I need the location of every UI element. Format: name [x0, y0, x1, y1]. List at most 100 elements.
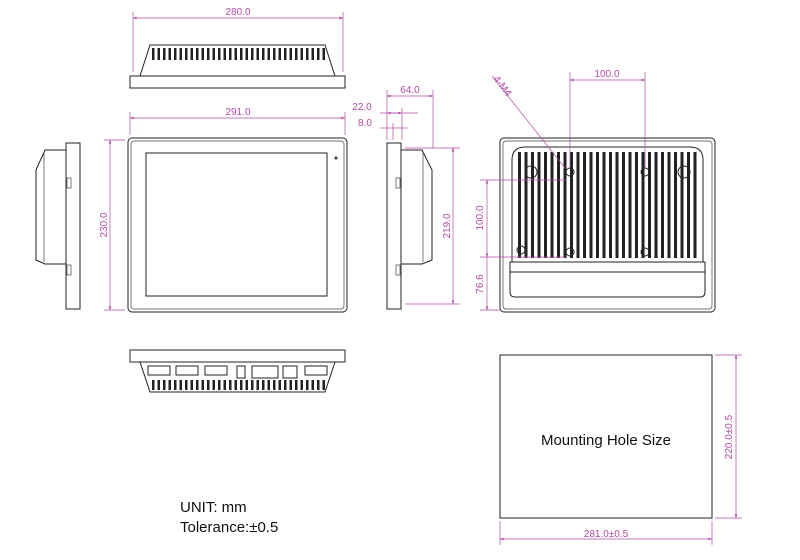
- right-side-view: 64.0 22.0 8.0 219.0: [352, 85, 460, 310]
- tolerance-note: Tolerance:±0.5: [180, 519, 278, 536]
- heatsink-fin: [229, 48, 232, 60]
- heatsink-fin: [229, 380, 232, 390]
- heatsink-fin: [207, 380, 210, 390]
- heatsink-fin: [278, 48, 281, 60]
- heatsink-fin: [317, 48, 320, 60]
- heatsink-fin: [583, 152, 586, 258]
- heatsink-fin: [262, 48, 265, 60]
- heatsink-fin: [267, 48, 270, 60]
- heatsink-fin: [289, 48, 292, 60]
- heatsink-fin: [245, 48, 248, 60]
- heatsink-fin: [518, 152, 521, 258]
- heatsink-fin: [163, 380, 166, 390]
- heatsink-fin: [185, 48, 188, 60]
- heatsink-fin: [609, 152, 612, 258]
- heatsink-fin: [218, 380, 221, 390]
- heatsink-fin: [196, 48, 199, 60]
- dim-cutout-width: 281.0±0.5: [584, 529, 629, 540]
- heatsink-fin: [557, 152, 560, 258]
- heatsink-fin: [218, 48, 221, 60]
- heatsink-fin: [295, 380, 298, 390]
- heatsink-fin: [544, 152, 547, 258]
- heatsink-fin: [570, 152, 573, 258]
- heatsink-fin: [196, 380, 199, 390]
- heatsink-fin: [284, 380, 287, 390]
- heatsink-fin: [687, 152, 690, 258]
- heatsink-fin: [628, 152, 632, 258]
- heatsink-fin: [563, 152, 567, 258]
- heatsink-fin: [240, 48, 243, 60]
- heatsink-fin: [550, 152, 554, 258]
- heatsink-fin: [157, 48, 160, 60]
- left-side-view: [35, 142, 81, 310]
- heatsink-fin: [256, 48, 259, 60]
- dim-depth-8: 8.0: [358, 118, 372, 129]
- top-view: 280.0: [129, 7, 346, 89]
- heatsink-fin: [674, 152, 677, 258]
- heatsink-fin: [179, 48, 182, 60]
- heatsink-fin: [163, 48, 166, 60]
- mounting-hole-cutout: Mounting Hole Size 220.0±0.5 281.0±0.5: [499, 354, 742, 545]
- heatsink-fin: [168, 48, 171, 60]
- heatsink-fin: [278, 380, 281, 390]
- heatsink-fin: [207, 48, 210, 60]
- heatsink-fin: [201, 48, 204, 60]
- dim-vesa-vertical: 100.0: [475, 205, 486, 230]
- heatsink-fin: [212, 380, 215, 390]
- heatsink-fin: [537, 152, 541, 258]
- heatsink-fin: [152, 380, 155, 390]
- heatsink-fin: [179, 380, 182, 390]
- heatsink-fin: [641, 152, 645, 258]
- heatsink-fin: [311, 48, 314, 60]
- dim-vesa-offset: 76.6: [475, 274, 486, 294]
- unit-note: UNIT: mm: [180, 499, 247, 516]
- heatsink-fin: [190, 48, 193, 60]
- heatsink-fin: [635, 152, 638, 258]
- heatsink-fin: [234, 380, 237, 390]
- screw-spec-label: 4-M4: [491, 74, 514, 99]
- heatsink-fin: [168, 380, 171, 390]
- heatsink-fin: [273, 380, 276, 390]
- heatsink-fin: [267, 380, 270, 390]
- heatsink-fin: [576, 152, 580, 258]
- heatsink-fin: [212, 48, 215, 60]
- heatsink-fin: [251, 48, 254, 60]
- heatsink-fin: [648, 152, 651, 258]
- heatsink-fin: [602, 152, 606, 258]
- heatsink-fin: [300, 380, 303, 390]
- heatsink-fin: [524, 152, 528, 258]
- heatsink-fin: [622, 152, 625, 258]
- heatsink-fin: [223, 48, 226, 60]
- dim-depth: 64.0: [400, 85, 420, 96]
- heatsink-fin: [174, 48, 177, 60]
- dim-cutout-height: 220.0±0.5: [724, 414, 735, 459]
- heatsink-fin: [311, 380, 314, 390]
- heatsink-fin: [284, 48, 287, 60]
- heatsink-fin: [152, 48, 155, 60]
- heatsink-fin: [157, 380, 160, 390]
- dim-side-height: 219.0: [442, 213, 453, 238]
- heatsink-fin: [306, 48, 309, 60]
- dim-vesa-horizontal: 100.0: [594, 69, 619, 80]
- dim-front-height: 230.0: [99, 212, 110, 237]
- heatsink-fin: [531, 152, 534, 258]
- heatsink-fin: [234, 48, 237, 60]
- dim-front-width: 291.0: [225, 107, 250, 118]
- heatsink-fin: [322, 48, 325, 60]
- heatsink-fin: [289, 380, 292, 390]
- heatsink-fin: [661, 152, 664, 258]
- heatsink-fin: [201, 380, 204, 390]
- heatsink-fin: [317, 380, 320, 390]
- heatsink-fin: [185, 380, 188, 390]
- heatsink-fin: [615, 152, 619, 258]
- bottom-view: [129, 349, 346, 393]
- heatsink-fin: [596, 152, 599, 258]
- heatsink-fin: [245, 380, 248, 390]
- heatsink-fin: [322, 380, 325, 390]
- dim-depth-22: 22.0: [352, 102, 372, 113]
- heatsink-fin: [190, 380, 193, 390]
- heatsink-fin: [240, 380, 243, 390]
- heatsink-fin: [300, 48, 303, 60]
- heatsink-fin: [262, 380, 265, 390]
